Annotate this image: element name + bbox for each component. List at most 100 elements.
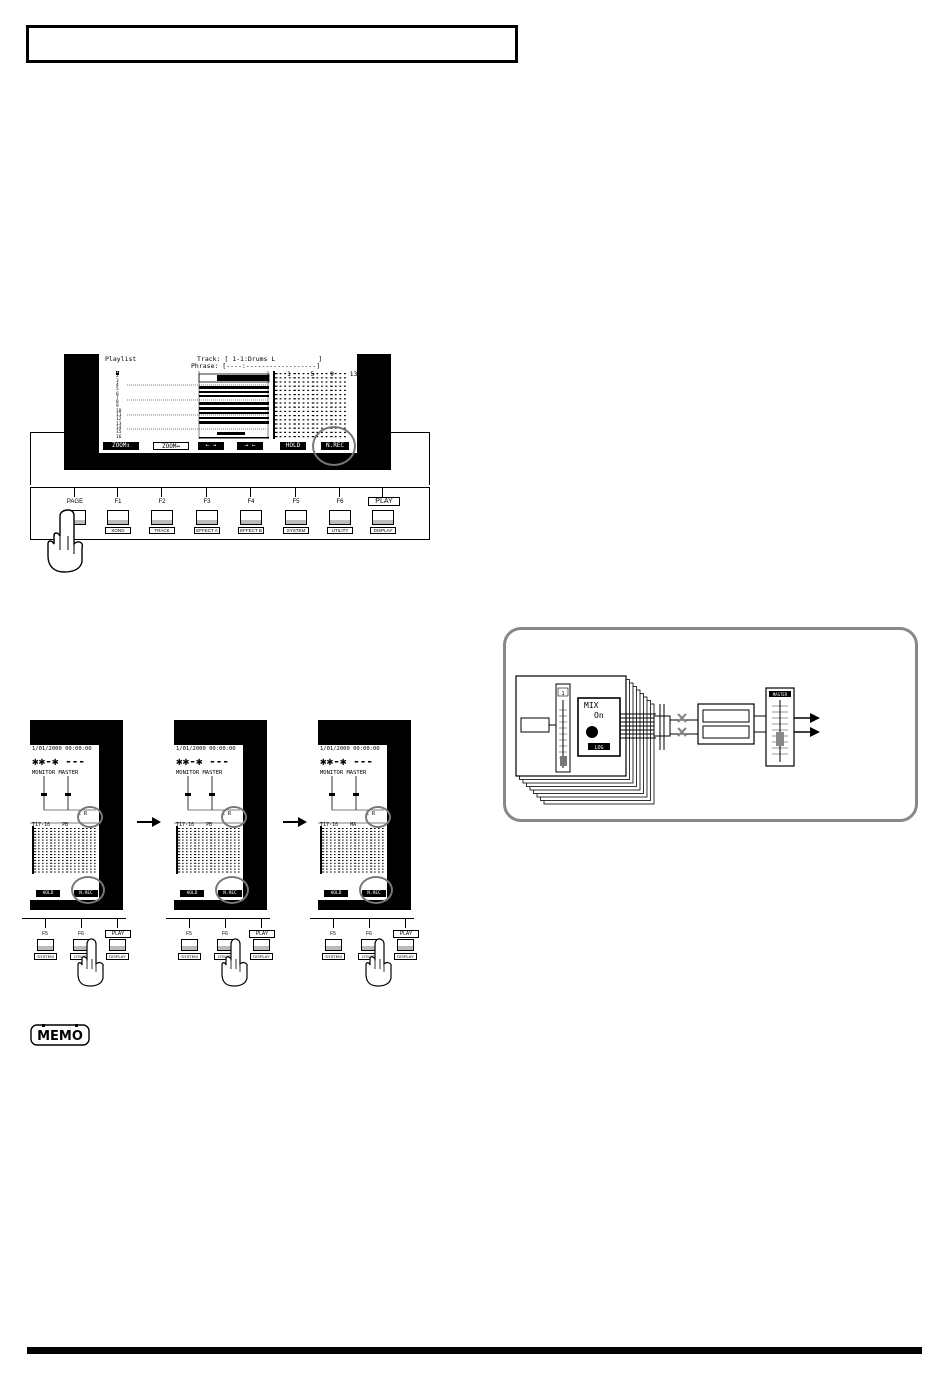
mini-button-f5[interactable]	[325, 939, 342, 951]
highlight-circle	[365, 806, 391, 828]
channel-number: 1	[561, 691, 564, 697]
mini-softkey[interactable]: HOLD	[36, 890, 60, 897]
panel-button-label: F1	[114, 499, 122, 505]
phrase-field[interactable]: Phrase: [----:------------------]	[191, 362, 321, 370]
mini-panel-divider	[225, 918, 226, 928]
mini-button-f5[interactable]	[181, 939, 198, 951]
panel-button-f2[interactable]	[151, 510, 173, 525]
highlight-circle	[71, 876, 105, 904]
mini-button-tag: DISPLAY	[106, 953, 129, 960]
highlight-circle	[359, 876, 393, 904]
panel-button-f3[interactable]	[196, 510, 218, 525]
mini-button-tag: SYSTEM	[34, 953, 57, 960]
phrase-block	[199, 407, 269, 410]
phrase-block	[199, 412, 269, 414]
softkey-zoom-vertical[interactable]: ZOOM↕	[103, 442, 139, 450]
track-number: 13	[116, 421, 122, 427]
mini-panel-divider	[333, 918, 334, 928]
panel-button-label: PLAY	[368, 497, 400, 506]
panel-button-label: F6	[336, 499, 344, 505]
panel-button-tag: DISPLAY	[370, 527, 396, 534]
meter-area	[318, 776, 387, 874]
panel-button-tag: TRACK	[149, 527, 175, 534]
track-number: 16	[116, 434, 122, 440]
highlight-circle	[312, 426, 356, 466]
panel-button-label: F2	[158, 499, 166, 505]
mini-panel-edge	[310, 918, 414, 919]
mini-button-label: PLAY	[105, 930, 131, 938]
phrase-block	[199, 402, 269, 405]
track-number: 8	[116, 400, 119, 406]
panel-divider	[382, 487, 383, 497]
panel-button-f5[interactable]	[285, 510, 307, 525]
mini-button-play[interactable]	[253, 939, 270, 951]
signal-flow-diagram	[503, 627, 918, 822]
mini-panel-divider	[189, 918, 190, 928]
panel-button-f4[interactable]	[240, 510, 262, 525]
panel-divider	[74, 487, 75, 497]
track-field[interactable]: Track: [ 1-1:Drums L ]	[197, 355, 323, 363]
track-number: 7	[116, 395, 119, 401]
phrase-block	[199, 391, 269, 393]
track-number: 1	[116, 370, 119, 375]
track-number: 11	[116, 413, 122, 418]
mini-button-label: PLAY	[393, 930, 419, 938]
playlist-lanes	[127, 371, 346, 439]
pressing-finger-icon	[221, 938, 248, 987]
mini-button-label: F5	[186, 931, 192, 937]
mini-button-f5[interactable]	[37, 939, 54, 951]
mix-title: MIX	[584, 701, 599, 710]
mini-button-tag: DISPLAY	[394, 953, 417, 960]
mini-button-label: F5	[42, 931, 48, 937]
mini-button-label: F6	[366, 931, 372, 937]
phrase-block	[199, 386, 269, 389]
time-readout: 1/01/2000 00:00:00	[320, 746, 380, 752]
section-header-box	[26, 25, 518, 63]
highlight-circle	[77, 806, 103, 828]
mini-softkey[interactable]: HOLD	[324, 890, 348, 897]
panel-button-tag: EFFECT B	[238, 527, 264, 534]
panel-button-label: F4	[247, 499, 255, 505]
pressing-finger-icon	[47, 509, 84, 573]
highlight-circle	[215, 876, 249, 904]
level-grid	[273, 371, 346, 439]
panel-button-tag: UTILITY	[327, 527, 353, 534]
panel-divider	[117, 487, 118, 497]
track-row-label: T17-16 PB	[32, 822, 69, 828]
panel-button-tag: SONG	[105, 527, 131, 534]
mini-softkey[interactable]: HOLD	[180, 890, 204, 897]
softkey-expand[interactable]: ← →	[198, 442, 224, 450]
mix-value: On	[594, 711, 604, 720]
right-arrow-icon	[283, 817, 307, 827]
pressing-finger-icon	[365, 938, 392, 987]
time-readout: 1/01/2000 00:00:00	[176, 746, 236, 752]
mini-panel-divider	[369, 918, 370, 928]
track-row-label: T17-16 PB	[176, 822, 213, 828]
mini-button-play[interactable]	[397, 939, 414, 951]
mini-button-tag: SYSTEM	[322, 953, 345, 960]
mini-button-play[interactable]	[109, 939, 126, 951]
panel-divider	[206, 487, 207, 497]
panel-button-tag: SYSTEM	[283, 527, 309, 534]
softkey-shrink[interactable]: → ←	[237, 442, 263, 450]
panel-button-play[interactable]	[372, 510, 394, 525]
track-number: 10	[116, 408, 122, 414]
mini-button-label: F6	[222, 931, 228, 937]
counter-display: ✱✱-✱ ---	[320, 755, 373, 768]
monitor-label: MONITOR MASTER	[176, 770, 223, 776]
panel-button-f1[interactable]	[107, 510, 129, 525]
panel-divider	[295, 487, 296, 497]
track-number: 14	[116, 425, 122, 431]
pressing-finger-icon	[77, 938, 104, 987]
panel-button-f6[interactable]	[329, 510, 351, 525]
track-number: 3	[116, 378, 119, 384]
memo-icon: MEMO	[30, 1024, 90, 1046]
mini-panel-edge	[166, 918, 270, 919]
softkey-zoom-horizontal[interactable]: ZOOM↔	[153, 442, 189, 450]
softkey-hold[interactable]: HOLD	[280, 442, 306, 450]
counter-display: ✱✱-✱ ---	[32, 755, 85, 768]
track-number: 12	[116, 417, 122, 423]
phrase-block	[199, 437, 269, 439]
panel-button-label: F5	[292, 499, 300, 505]
output-arrow-icon	[794, 713, 820, 737]
